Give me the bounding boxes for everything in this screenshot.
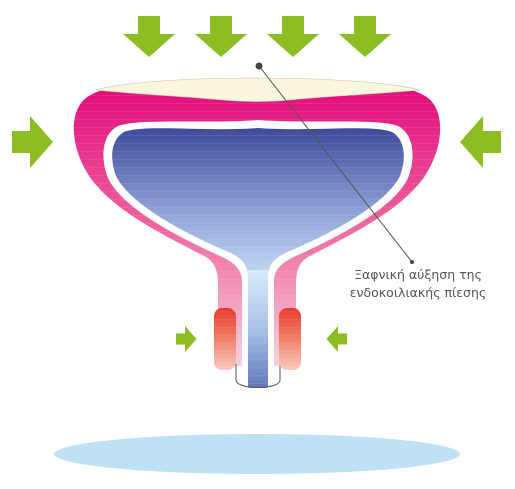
arrow-sphincter-right-icon [326,326,347,352]
arrow-sphincter-left-icon [176,326,197,352]
annotation-pointer-line [258,65,413,263]
annotation-pointer-dot [255,62,263,70]
bladder-cap [95,77,421,102]
arrow-top-2-icon [195,16,247,57]
annotation-line-1: Ξαφνική αύξηση της [354,267,482,282]
arrow-top-1-icon [123,16,175,57]
arrow-top-4-icon [339,16,391,57]
arrow-right-side-icon [460,116,501,168]
floor-shadow [54,434,460,474]
arrow-top-3-icon [267,16,319,57]
annotation-label: Ξαφνική αύξηση της ενδοκοιλιακής πίεσης [333,266,503,302]
arrow-left-side-icon [12,116,53,168]
pressure-arrows [12,16,501,352]
annotation-line-2: ενδοκοιλιακής πίεσης [349,285,487,300]
